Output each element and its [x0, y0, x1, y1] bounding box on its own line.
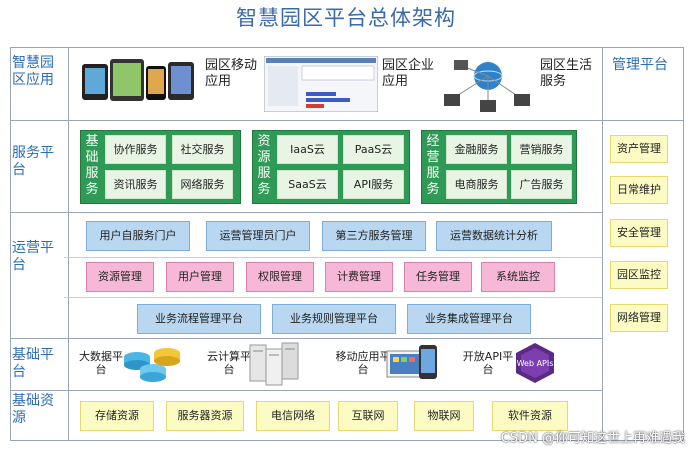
service-group-label: 基础服务	[85, 134, 99, 197]
service-item: 社交服务	[172, 135, 233, 164]
resource-box: 物联网	[414, 401, 474, 431]
resource-box: 服务器资源	[166, 401, 244, 431]
service-item: PaaS云	[343, 135, 404, 164]
row-label-apps: 智慧园区应用	[12, 55, 54, 88]
management-title: 管理平台	[612, 57, 668, 73]
service-item: 广告服务	[511, 170, 572, 199]
service-group-label: 经营服务	[426, 134, 440, 197]
enterprise-app-screenshot	[264, 56, 378, 112]
service-group-resource: 资源服务 IaaS云 PaaS云 SaaS云 API服务	[252, 130, 410, 204]
ops-management-box: 权限管理	[246, 262, 314, 292]
app-label-life: 园区生活服务	[540, 58, 593, 89]
row-divider	[10, 120, 684, 121]
ops-management-box: 系统监控	[481, 262, 555, 292]
row-label-service: 服务平台	[12, 145, 54, 178]
management-item: 资产管理	[610, 135, 668, 163]
service-item: SaaS云	[277, 170, 338, 199]
row-divider	[602, 120, 684, 121]
ops-management-box: 计费管理	[325, 262, 393, 292]
management-item: 网络管理	[610, 304, 668, 332]
resource-box: 电信网络	[256, 401, 330, 431]
label-column-divider	[68, 47, 69, 441]
management-column-divider	[602, 47, 603, 441]
app-label-enterprise: 园区企业应用	[382, 58, 435, 89]
server-icon	[249, 342, 299, 386]
ops-portal-box: 用户自服务门户	[86, 221, 190, 251]
web-apis-icon: Web APIs	[516, 343, 554, 383]
watermark: CSDN @你可知这世上再难遇我	[500, 431, 685, 446]
app-label-mobile: 园区移动应用	[205, 58, 258, 89]
service-item: 协作服务	[105, 135, 166, 164]
ops-portal-box: 运营管理员门户	[206, 221, 310, 251]
base-label-api: 开放API平台	[462, 350, 514, 376]
service-group-business: 经营服务 金融服务 营销服务 电商服务 广告服务	[421, 130, 577, 204]
service-group-label: 资源服务	[257, 134, 271, 197]
row-label-base: 基础平台	[12, 347, 54, 380]
resource-box: 软件资源	[492, 401, 568, 431]
ops-separator	[64, 297, 602, 298]
mobile-app-icon	[386, 345, 437, 379]
ops-portal-box: 第三方服务管理	[322, 221, 426, 251]
service-item: 营销服务	[511, 135, 572, 164]
management-item: 安全管理	[610, 219, 668, 247]
base-label-mobile: 移动应用平台	[335, 350, 391, 376]
ops-management-box: 用户管理	[166, 262, 234, 292]
ops-portal-box: 运营数据统计分析	[436, 221, 552, 251]
row-divider	[10, 212, 602, 213]
ops-management-box: 任务管理	[404, 262, 472, 292]
diagram-title: 智慧园区平台总体架构	[236, 6, 456, 30]
service-item: 电商服务	[446, 170, 507, 199]
life-service-network-image	[444, 60, 530, 112]
service-item: 网络服务	[172, 170, 233, 199]
management-item: 园区监控	[610, 261, 668, 289]
base-label-cloud: 云计算平台	[207, 350, 251, 376]
base-label-bigdata: 大数据平台	[79, 350, 123, 376]
service-item: 金融服务	[446, 135, 507, 164]
ops-platform-box: 业务规则管理平台	[272, 304, 396, 334]
web-apis-text: Web APIs	[517, 359, 554, 368]
mobile-devices-image	[82, 59, 194, 101]
row-divider	[10, 390, 602, 391]
service-item: API服务	[343, 170, 404, 199]
ops-separator	[64, 257, 602, 258]
ops-platform-box: 业务流程管理平台	[137, 304, 261, 334]
row-label-ops: 运营平台	[12, 240, 54, 273]
resource-box: 存储资源	[80, 401, 154, 431]
service-item: 资讯服务	[105, 170, 166, 199]
service-item: IaaS云	[277, 135, 338, 164]
row-label-resource: 基础资源	[12, 393, 54, 426]
architecture-frame	[10, 47, 684, 441]
resource-box: 互联网	[338, 401, 398, 431]
database-icon	[124, 348, 180, 382]
service-group-basic: 基础服务 协作服务 社交服务 资讯服务 网络服务	[80, 130, 241, 204]
ops-platform-box: 业务集成管理平台	[407, 304, 531, 334]
management-item: 日常维护	[610, 176, 668, 204]
ops-management-box: 资源管理	[86, 262, 154, 292]
row-divider	[10, 338, 602, 339]
